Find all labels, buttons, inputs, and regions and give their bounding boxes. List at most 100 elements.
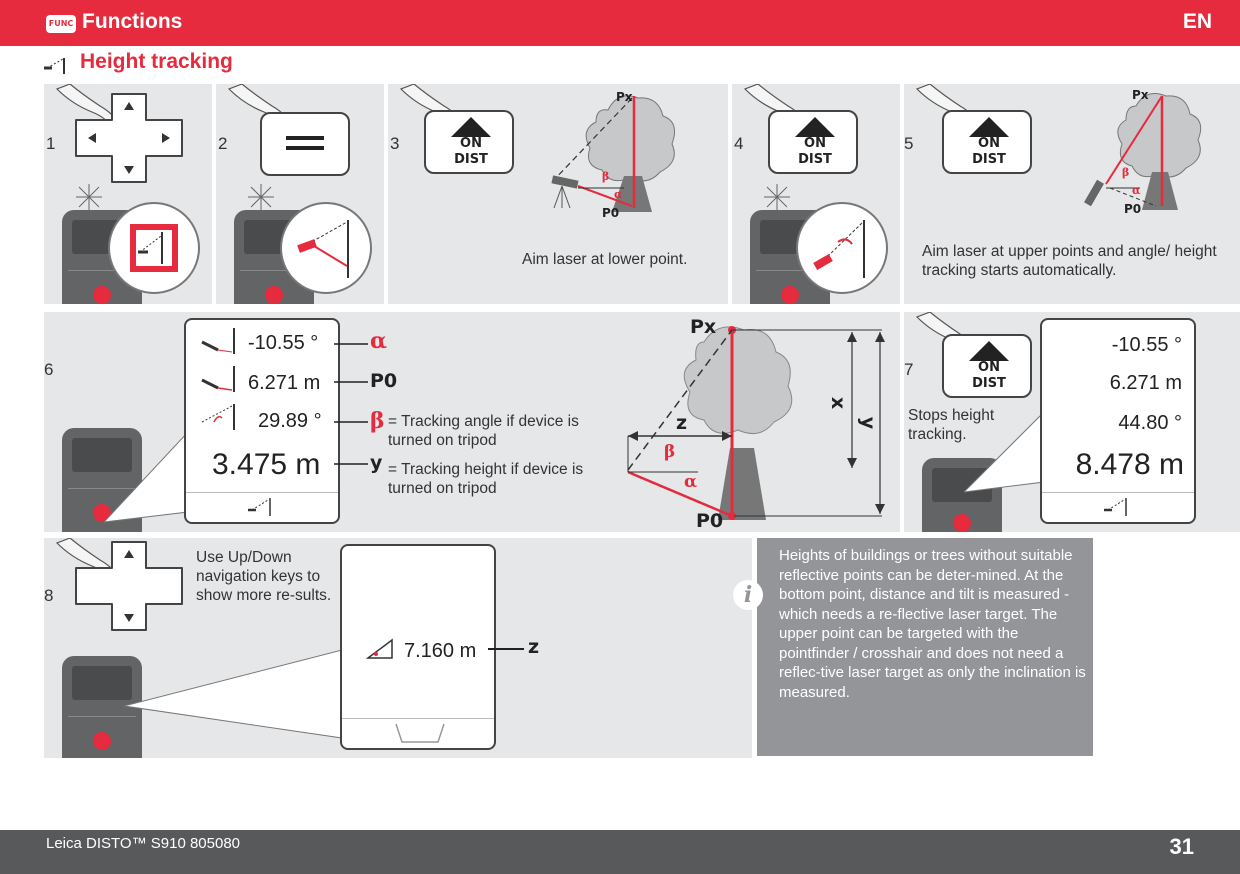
header-bar: FUNC Functions EN	[0, 0, 1240, 46]
p0-label: P0	[602, 206, 620, 220]
on-label: ON	[978, 360, 1000, 375]
z-callout-line	[488, 648, 524, 650]
height-tracking-icon	[1104, 498, 1127, 516]
display-pointer	[123, 649, 343, 739]
navigation-keypad-icon[interactable]	[74, 92, 184, 184]
height-tracking-icon	[44, 58, 65, 74]
p0-value: 6.271 m	[1109, 372, 1182, 394]
laser-flash-icon	[76, 184, 102, 210]
display-zoom-bubble	[108, 202, 200, 294]
device-display: -10.55 ° 6.271 m 44.80 ° 8.478 m	[1040, 318, 1196, 524]
px-label: Px	[1132, 88, 1149, 102]
callout-lines	[334, 343, 368, 465]
beta-value: 44.80 °	[1118, 412, 1182, 434]
laser-measure-icon	[297, 220, 349, 278]
height-tracking-icon	[130, 224, 178, 272]
step-number: 7	[904, 360, 914, 379]
p0-label: P0	[1124, 202, 1142, 216]
page-number: 31	[1169, 834, 1194, 859]
p0-distance-icon	[201, 366, 235, 392]
func-badge: FUNC	[46, 15, 76, 33]
px-label: Px	[690, 316, 717, 338]
on-label: ON	[978, 136, 1000, 151]
page-subtitle: Height tracking	[80, 50, 233, 73]
dist-label: DIST	[454, 152, 488, 167]
z-distance-icon	[366, 638, 393, 659]
on-label: ON	[804, 136, 826, 151]
display-softkey-area	[1042, 492, 1194, 493]
triangle-icon	[969, 117, 1009, 137]
beta-label: β	[602, 170, 610, 183]
step-1-panel: 1	[44, 84, 212, 304]
step-number: 4	[734, 134, 744, 153]
dist-label: DIST	[798, 152, 832, 167]
alpha-value: -10.55 °	[248, 332, 319, 354]
laser-flash-icon	[248, 184, 274, 210]
y-description: = Tracking height if device is turned on…	[388, 461, 584, 497]
on-dist-button[interactable]: ON DIST	[942, 334, 1032, 398]
z-value: 7.160 m	[404, 640, 477, 662]
step-number: 6	[44, 360, 54, 379]
y-label: y	[857, 416, 880, 430]
step-number: 3	[390, 134, 400, 153]
alpha-label: α	[684, 472, 698, 492]
p0-label: P0	[696, 510, 724, 532]
alpha-label: α	[1132, 184, 1141, 197]
display-zoom-bubble	[280, 202, 372, 294]
triangle-icon	[451, 117, 491, 137]
laser-flash-icon	[764, 184, 790, 210]
step-number: 1	[46, 134, 56, 153]
step-2-panel: 2	[216, 84, 384, 304]
beta-label: β	[1122, 166, 1130, 179]
on-dist-button[interactable]: ON DIST	[942, 110, 1032, 174]
main-result-value: 3.475 m	[212, 448, 321, 481]
step-7-caption: Stops height tracking.	[908, 407, 995, 443]
height-tracking-diagram	[627, 326, 885, 520]
y-callout: y	[370, 452, 383, 474]
navigation-keypad-icon[interactable]	[74, 540, 184, 632]
step-number: 8	[44, 586, 54, 605]
info-box: Heights of buildings or trees without su…	[757, 538, 1093, 756]
display-zoom-bubble	[796, 202, 888, 294]
footer-bar: Leica DISTO™ S910 805080 31	[0, 830, 1240, 874]
px-label: Px	[616, 90, 633, 104]
on-label: ON	[460, 136, 482, 151]
step-3-caption: Aim laser at lower point.	[522, 251, 688, 268]
info-text: Heights of buildings or trees without su…	[779, 547, 1086, 701]
on-dist-button[interactable]: ON DIST	[768, 110, 858, 174]
info-icon: i	[733, 580, 763, 610]
beta-description: = Tracking angle if device is turned on …	[388, 413, 579, 449]
dist-label: DIST	[972, 152, 1006, 167]
main-result-value: 8.478 m	[1075, 448, 1184, 481]
beta-angle-icon	[201, 404, 235, 430]
tree-diagram	[551, 95, 675, 212]
laser-measure-icon	[813, 220, 865, 278]
tree-diagram	[1084, 93, 1202, 210]
product-name: Leica DISTO™ S910 805080	[46, 835, 241, 852]
step-4-panel: 4 ON DIST	[732, 84, 900, 304]
step-5-caption: Aim laser at upper points and angle/ hei…	[922, 243, 1217, 279]
alpha-callout: α	[370, 328, 387, 354]
language-code: EN	[1182, 10, 1212, 33]
device-display: -10.55 ° 6.271 m 29.89 ° 3.475 m	[184, 318, 340, 524]
dist-label: DIST	[972, 376, 1006, 391]
p0-callout: P0	[370, 370, 398, 392]
softkey-tab	[395, 723, 445, 743]
display-softkey-area	[186, 492, 338, 493]
equals-button[interactable]	[260, 112, 350, 176]
step-6-panel: 6 -10.55 ° 6.271 m 29.89 ° 3.475 m α P0 …	[44, 312, 900, 532]
z-label: z	[676, 412, 688, 434]
step-3-panel: 3 ON DIST Px P0 β α Aim laser at lower p…	[388, 84, 728, 304]
alpha-value: -10.55 °	[1111, 334, 1182, 356]
alpha-angle-icon	[201, 328, 235, 354]
step-number: 5	[904, 134, 914, 153]
step-5-panel: 5 ON DIST Px P0 β α Aim laser at upper p…	[904, 84, 1240, 304]
beta-callout: β	[370, 408, 385, 434]
step-7-panel: 7 ON DIST Stops height tracking. -10.55 …	[904, 312, 1240, 532]
alpha-label: α	[614, 188, 623, 201]
beta-value: 29.89 °	[258, 410, 322, 432]
triangle-icon	[795, 117, 835, 137]
step-8-caption: Use Up/Down navigation keys to show more…	[196, 549, 332, 604]
on-dist-button[interactable]: ON DIST	[424, 110, 514, 174]
device-display: 7.160 m	[340, 544, 496, 750]
